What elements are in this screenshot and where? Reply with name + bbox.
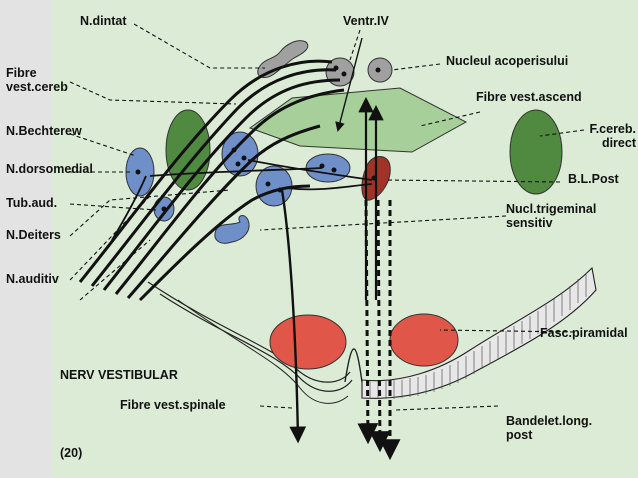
label-n-dintat: N.dintat <box>80 14 127 28</box>
leader-lines <box>69 23 585 411</box>
dentate-nucleus <box>257 40 309 78</box>
vestibulospinal-tract <box>280 189 307 444</box>
left-lower-band <box>177 299 349 404</box>
label-fasc-piramidal: Fasc.piramidal <box>540 326 628 340</box>
label-bandelet-long-post: Bandelet.long. post <box>506 414 593 442</box>
label-fibre-vest-spinale: Fibre vest.spinale <box>120 398 226 412</box>
brainstem-outline-inner <box>159 293 353 392</box>
label-nerv-vestibular: NERV VESTIBULAR <box>60 368 178 382</box>
label-n-dorsomedial: N.dorsomedial <box>6 162 93 176</box>
label-fibre-vest-ascend: Fibre vest.ascend <box>476 90 582 104</box>
pyramid-right <box>389 313 459 367</box>
restiform-body-left <box>165 109 211 191</box>
label-tub-aud: Tub.aud. <box>6 196 58 210</box>
pyramidal-band <box>361 266 597 399</box>
deiters-nucleus <box>255 165 293 207</box>
pyramid-left <box>269 314 347 370</box>
ventricle-arrow <box>335 37 363 132</box>
label-n-auditiv: N.auditiv <box>6 272 59 286</box>
label-b-l-post: B.L.Post <box>568 172 619 186</box>
label-n-deiters: N.Deiters <box>6 228 61 242</box>
label-ventr-iv: Ventr.IV <box>343 14 389 28</box>
label-f-cereb-direct: F.cereb. direct <box>589 122 636 150</box>
label-n-bechterew: N.Bechterew <box>6 124 82 138</box>
pyramidal-band-hatching <box>369 273 587 399</box>
label-fibre-vest-cereb: Fibre vest.cereb <box>6 66 68 94</box>
posterior-longitudinal-fasciculus <box>357 199 401 461</box>
f-cereb-direct-right <box>509 109 563 195</box>
label-nucl-trigeminal-sensitiv: Nucl.trigeminal sensitiv <box>506 202 597 230</box>
label-nucleul-acoperisului: Nucleul acoperisului <box>446 54 569 68</box>
vestibular-nerve-fibres-thin <box>111 159 373 241</box>
blue-comma-nucleus <box>214 215 250 244</box>
fourth-ventricle <box>248 87 468 153</box>
figure-number: (20) <box>60 446 83 460</box>
